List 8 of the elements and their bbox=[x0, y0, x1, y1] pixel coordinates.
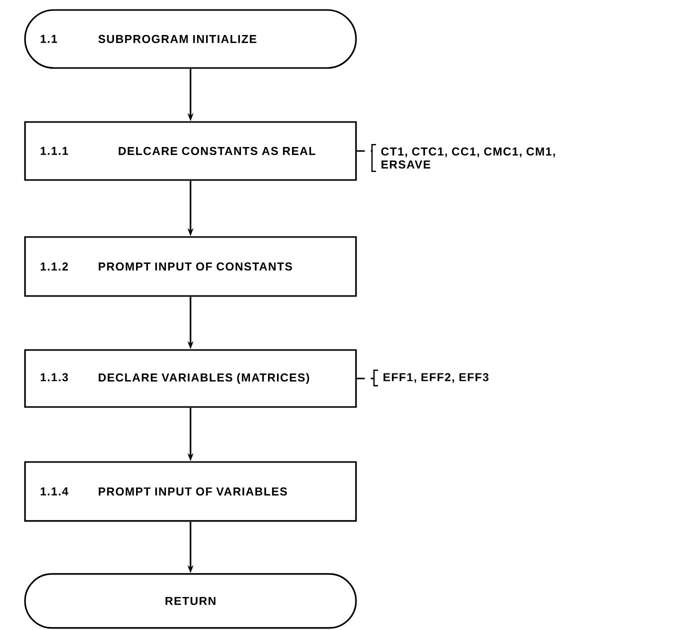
variable-list: EFF1, EFF2, EFF3 bbox=[384, 373, 488, 383]
process-box: 1.1.2 PROMPT INPUT OF CONSTANTS bbox=[24, 236, 357, 297]
dashed-connector bbox=[356, 150, 372, 152]
process-box: 1.1.3 DECLARE VARIABLES (MATRICES) bbox=[24, 349, 357, 408]
process-box: 1.1.1 DELCARE CONSTANTS AS REAL bbox=[24, 121, 357, 181]
process-box: 1.1.4 PROMPT INPUT OF VARIABLES bbox=[24, 461, 357, 522]
variable-list: CT1, CTC1, CC1, CMC1, CM1, ERSAVE bbox=[381, 147, 555, 169]
dashed-connector bbox=[356, 378, 374, 380]
